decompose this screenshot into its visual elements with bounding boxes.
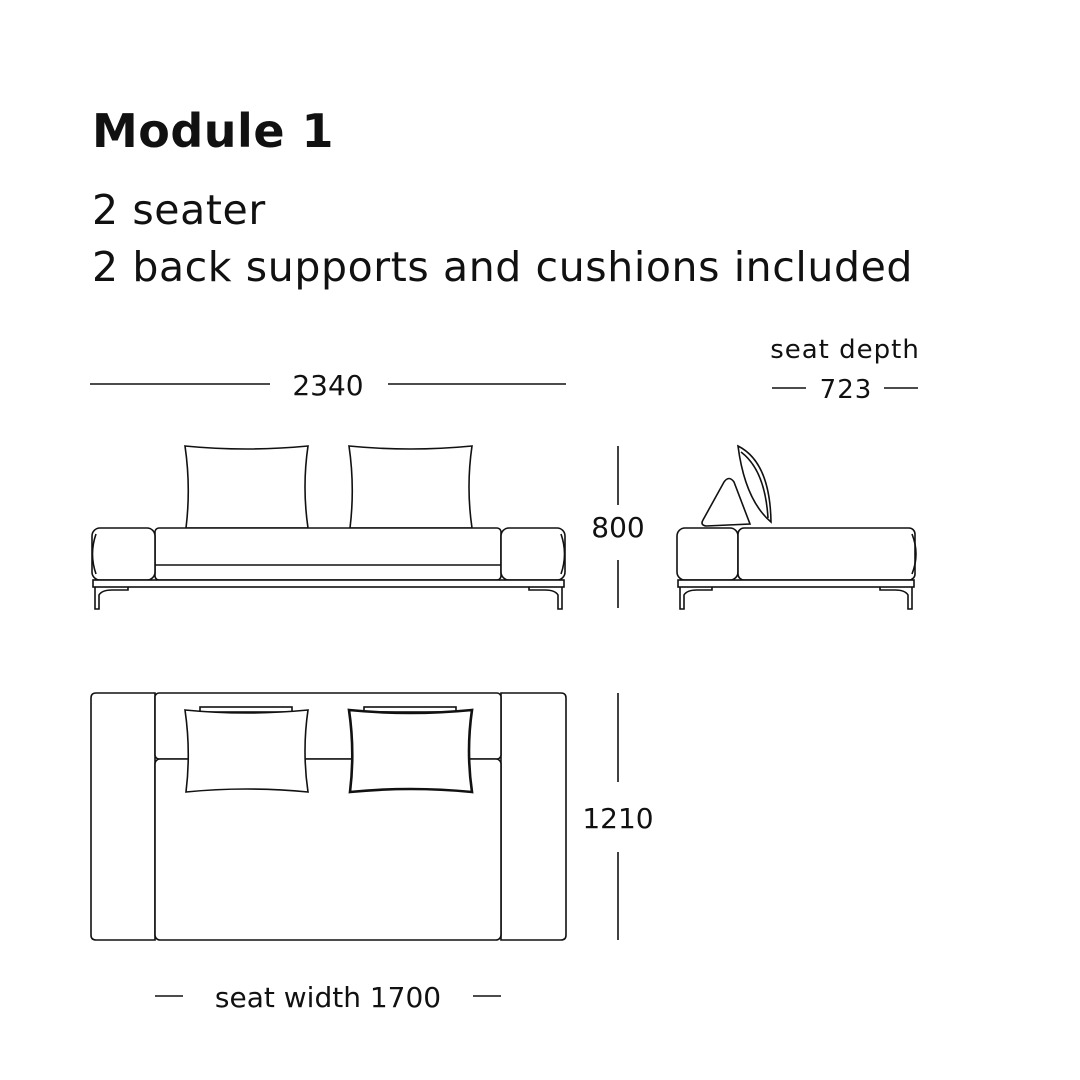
front-seat <box>154 527 502 581</box>
side-base <box>677 579 915 588</box>
depth-dimension: 1210 <box>582 693 654 940</box>
front-leg-left <box>94 587 129 610</box>
included-items: 2 back supports and cushions included <box>92 243 914 291</box>
front-view <box>91 445 566 610</box>
side-cushion-leaning <box>737 444 772 524</box>
side-cushion-leaning-seam <box>740 451 769 519</box>
top-seat <box>154 758 502 941</box>
page-title: Module 1 <box>92 104 335 158</box>
seat-width-label: seat width 1700 <box>215 981 441 1014</box>
seat-depth-value: 723 <box>820 375 873 405</box>
depth-label: 1210 <box>582 802 653 835</box>
seat-depth-dimension: seat depth 723 <box>770 335 920 405</box>
total-width-label: 2340 <box>292 369 363 402</box>
seat-count: 2 seater <box>92 186 266 234</box>
side-leg-right <box>879 587 913 610</box>
top-back-support-left <box>199 706 293 713</box>
width-dimension: 2340 <box>90 369 566 402</box>
top-arm-left <box>90 692 156 941</box>
front-arm-right-curve <box>560 533 566 575</box>
side-seat-curve <box>911 533 917 575</box>
height-label: 800 <box>591 511 644 544</box>
front-base <box>92 579 565 588</box>
front-arm-left-curve <box>91 533 97 575</box>
top-view <box>90 692 567 941</box>
seat-width-dimension: seat width 1700 <box>155 981 501 1014</box>
side-view <box>676 444 917 610</box>
front-cushion-right <box>348 445 473 529</box>
front-cushion-left <box>184 445 309 529</box>
side-leg-left <box>679 587 713 610</box>
front-arm-right <box>500 527 566 581</box>
height-dimension: 800 <box>591 446 645 608</box>
side-seat <box>737 527 916 581</box>
seat-depth-label: seat depth <box>770 335 920 365</box>
front-leg-right <box>528 587 563 610</box>
side-cushion-small <box>701 477 752 527</box>
top-cushion-right <box>347 708 474 794</box>
front-arm-left <box>91 527 156 581</box>
top-arm-right <box>500 692 567 941</box>
top-cushion-left <box>184 709 309 793</box>
side-arm <box>676 527 739 581</box>
